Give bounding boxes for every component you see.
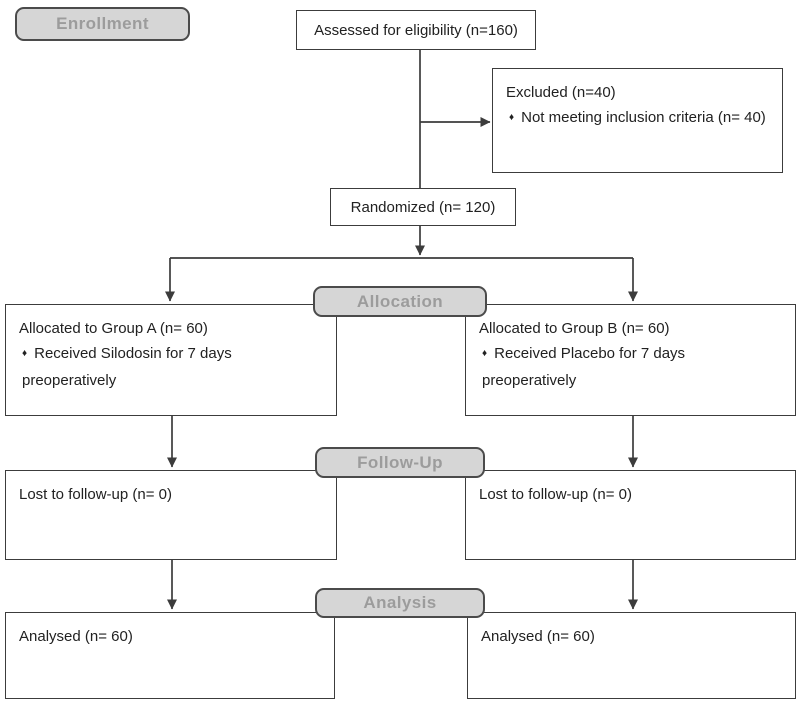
stage-label-allocation: Allocation [313, 286, 487, 317]
stage-label-analysis: Analysis [315, 588, 485, 618]
excluded-bullet-text: Not meeting inclusion criteria (n= 40) [521, 109, 766, 126]
randomized-text: Randomized (n= 120) [350, 198, 496, 216]
analysed-b-text: Analysed (n= 60) [481, 628, 595, 645]
group-b-bullet-text: Received Placebo for 7 days preoperative… [482, 345, 686, 389]
lost-followup-b-text: Lost to follow-up (n= 0) [479, 486, 632, 503]
group-a-bullet-line: ♦Received Silodosin for 7 days preoperat… [19, 341, 323, 393]
diamond-bullet-icon: ♦ [482, 348, 488, 359]
lost-followup-a-box: Lost to follow-up (n= 0) [5, 470, 337, 560]
lost-followup-a-text: Lost to follow-up (n= 0) [19, 486, 172, 503]
group-b-title: Allocated to Group B (n= 60) [479, 320, 670, 337]
diamond-bullet-icon: ♦ [509, 112, 515, 123]
assessed-eligibility-text: Assessed for eligibility (n=160) [314, 21, 518, 39]
group-a-title: Allocated to Group A (n= 60) [19, 320, 208, 337]
analysed-a-box: Analysed (n= 60) [5, 612, 335, 699]
excluded-box: Excluded (n=40) ♦ Not meeting inclusion c… [492, 68, 783, 173]
analysed-b-box: Analysed (n= 60) [467, 612, 796, 699]
group-a-bullet-text: Received Silodosin for 7 days preoperati… [22, 345, 232, 389]
randomized-box: Randomized (n= 120) [330, 188, 516, 226]
stage-label-followup: Follow-Up [315, 447, 485, 478]
stage-label-enrollment: Enrollment [15, 7, 190, 41]
group-b-bullet-line: ♦Received Placebo for 7 days preoperativ… [479, 341, 782, 393]
diamond-bullet-icon: ♦ [22, 348, 28, 359]
analysed-a-text: Analysed (n= 60) [19, 628, 133, 645]
excluded-title: Excluded (n=40) [506, 84, 616, 101]
group-b-allocation-box: Allocated to Group B (n= 60) ♦Received P… [465, 304, 796, 416]
assessed-eligibility-box: Assessed for eligibility (n=160) [296, 10, 536, 50]
lost-followup-b-box: Lost to follow-up (n= 0) [465, 470, 796, 560]
group-a-allocation-box: Allocated to Group A (n= 60) ♦Received S… [5, 304, 337, 416]
excluded-bullet-line: ♦ Not meeting inclusion criteria (n= 40) [506, 105, 769, 132]
